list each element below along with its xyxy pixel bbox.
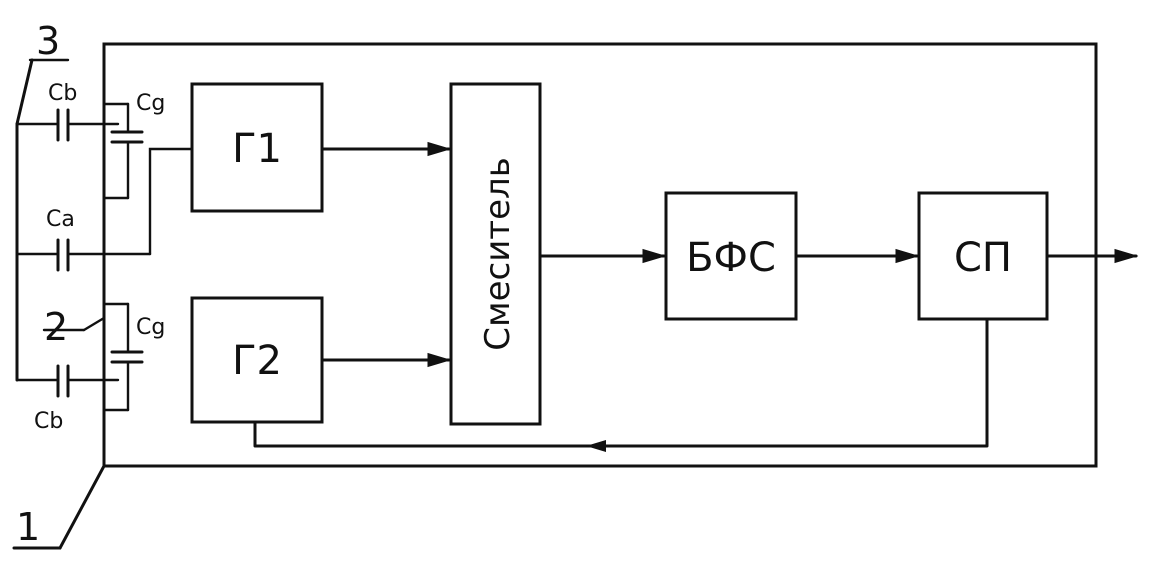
callout-1: 1	[16, 505, 40, 549]
sp-label: СП	[954, 235, 1012, 281]
callout-3: 3	[36, 19, 60, 63]
generator-g1-label: Г1	[232, 126, 282, 172]
cb-top-label: Cb	[48, 81, 77, 106]
cg-top-label: Cg	[136, 91, 165, 116]
ca-label: Ca	[46, 207, 75, 232]
sp-block: СП	[919, 193, 1047, 319]
callout-2: 2	[44, 305, 68, 349]
feedback-arrowhead	[586, 440, 606, 452]
bfs-block: БФС	[666, 193, 796, 319]
cb-bottom-label: Cb	[34, 409, 63, 434]
generator-g2-label: Г2	[232, 338, 282, 384]
cg-bottom-label: Cg	[136, 315, 165, 340]
mixer-label: Смеситель	[478, 157, 518, 351]
feedback-sp-to-g2	[255, 319, 987, 446]
bfs-label: БФС	[686, 235, 776, 281]
generator-g2-block: Г2	[192, 298, 322, 422]
generator-g1-block: Г1	[192, 84, 322, 211]
mixer-block: Смеситель	[451, 84, 540, 424]
